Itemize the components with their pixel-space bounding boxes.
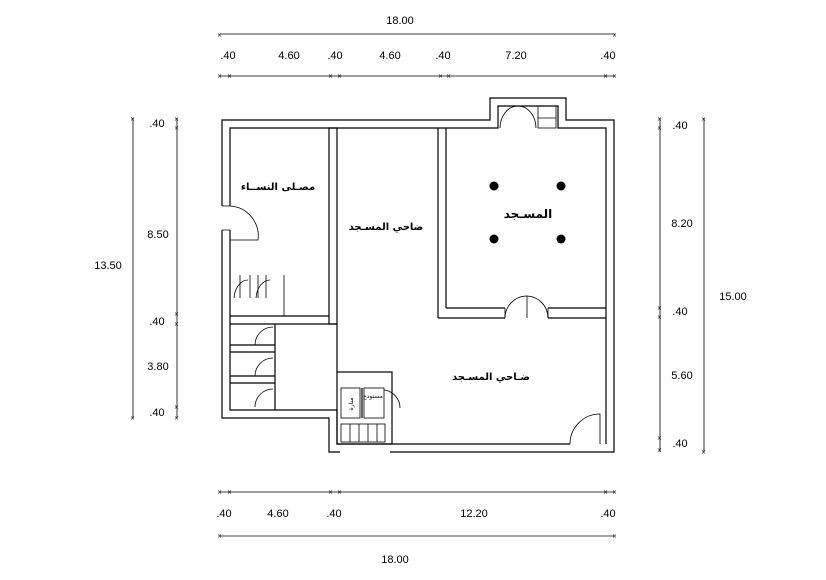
outer-walls [221,97,615,453]
svg-text:×: × [217,533,222,540]
svg-text:×: × [217,73,222,80]
right-total-label: 15.00 [719,291,747,303]
svg-text:×: × [130,116,135,123]
right-seg-2: 8.20 [671,218,692,230]
svg-text:×: × [701,116,706,123]
svg-text:×: × [174,321,179,328]
svg-text:×: × [217,32,222,39]
upper-courtyard-label: ضاحي المسـجد [349,222,424,233]
bottom-seg-2: 4.60 [267,508,288,520]
top-seg-5: .40 [435,50,450,62]
top-seg-1: .40 [220,50,235,62]
svg-text:×: × [612,32,617,39]
bottom-seg-5: .40 [600,508,615,520]
left-seg-1: .40 [149,118,164,130]
svg-text:×: × [657,116,662,123]
svg-text:×: × [174,404,179,411]
right-seg-1: .40 [672,120,687,132]
svg-text:×: × [612,533,617,540]
top-seg-3: .40 [327,50,342,62]
svg-text:×: × [337,73,342,80]
mosque-columns [489,181,566,244]
svg-text:×: × [603,489,608,496]
svg-text:×: × [603,73,608,80]
top-total-label: 18.00 [386,15,414,27]
svg-text:×: × [328,73,333,80]
left-dimension-total: ×× [130,116,135,422]
bottom-dimension-segments: × × × × × × [217,489,617,496]
top-dimension-total: ×× [217,32,617,39]
right-seg-3: .40 [672,306,687,318]
svg-text:×: × [438,73,443,80]
left-seg-5: .40 [149,407,164,419]
right-seg-4: 5.60 [671,370,692,382]
svg-text:×: × [130,415,135,422]
left-dimension-segments: × × × × × × [174,116,179,422]
top-seg-7: .40 [600,50,615,62]
top-seg-2: 4.60 [278,50,299,62]
right-seg-5: .40 [672,438,687,450]
svg-text:×: × [174,125,179,132]
mosque-label: المسـجد [504,207,553,221]
svg-text:×: × [174,311,179,318]
svg-text:×: × [657,447,662,454]
minaret-label: منارة [348,398,355,411]
women-prayer-label: مصـلى النســاء [241,182,315,193]
svg-text:×: × [657,435,662,442]
doors [222,105,601,445]
bottom-dimension-total: ×× [217,533,617,540]
svg-text:×: × [612,489,617,496]
lower-courtyard-label: ضـاحي المسـجد [452,372,530,383]
svg-text:×: × [337,489,342,496]
svg-text:×: × [217,489,222,496]
svg-text:×: × [657,125,662,132]
svg-text:×: × [174,415,179,422]
bottom-seg-1: .40 [216,508,231,520]
left-total-label: 13.50 [94,260,122,272]
storage-label: مستودع [363,393,383,400]
svg-text:×: × [227,73,232,80]
svg-text:×: × [657,305,662,312]
bottom-total-label: 18.00 [381,554,409,566]
top-seg-6: 7.20 [505,50,526,62]
right-dimension-total: ×× [701,116,706,456]
left-seg-4: 3.80 [147,361,168,373]
bottom-seg-3: .40 [326,508,341,520]
svg-text:×: × [657,314,662,321]
svg-text:×: × [174,116,179,123]
svg-text:×: × [227,489,232,496]
left-seg-2: 8.50 [147,229,168,241]
svg-text:×: × [701,449,706,456]
bottom-seg-4: 12.20 [460,508,488,520]
svg-text:×: × [612,73,617,80]
interior-walls [230,105,606,445]
left-seg-3: .40 [149,316,164,328]
top-dimension-segments: × × × × × × × × [217,73,617,80]
right-dimension-segments: × × × × × × [657,116,662,454]
svg-text:×: × [446,73,451,80]
svg-text:×: × [328,489,333,496]
top-seg-4: 4.60 [379,50,400,62]
